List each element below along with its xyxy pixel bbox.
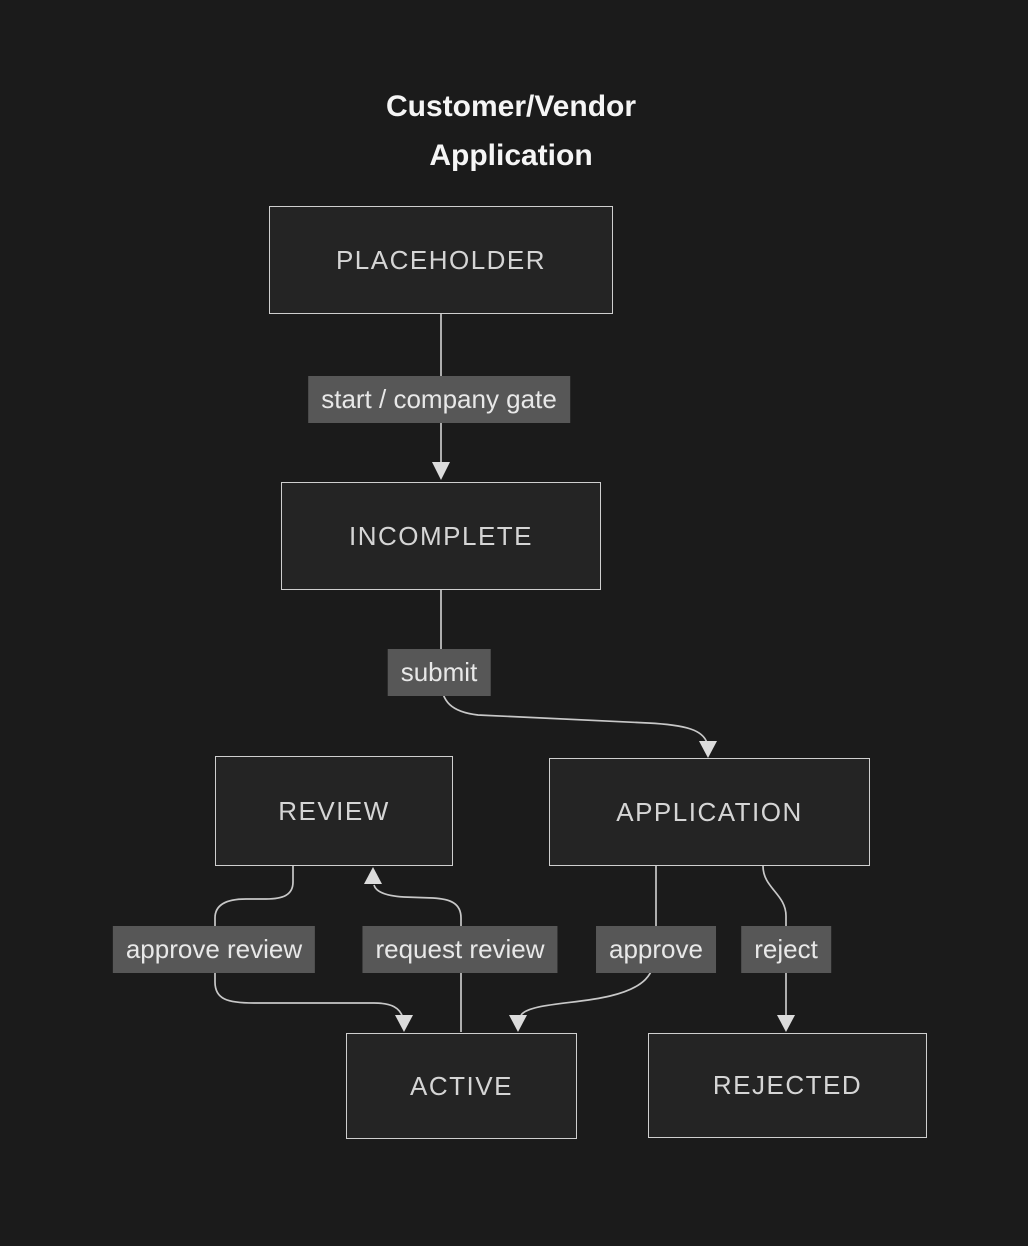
diagram-title-line1: Customer/Vendor: [385, 90, 637, 123]
arrowhead-down-icon: [699, 741, 717, 758]
state-active[interactable]: ACTIVE: [346, 1033, 577, 1139]
diagram-title: Customer/Vendor Application: [386, 82, 636, 180]
state-rejected[interactable]: REJECTED: [648, 1033, 927, 1138]
state-review[interactable]: REVIEW: [215, 756, 453, 866]
diagram-title-line2: Application: [429, 139, 593, 172]
state-placeholder[interactable]: PLACEHOLDER: [269, 206, 613, 314]
arrowhead-down-icon: [395, 1015, 413, 1032]
state-review-label: REVIEW: [278, 795, 390, 826]
edge-label-start-company-gate: start / company gate: [308, 376, 570, 423]
arrowhead-up-icon: [364, 867, 382, 884]
state-application[interactable]: APPLICATION: [549, 758, 870, 866]
state-active-label: ACTIVE: [410, 1070, 513, 1101]
edge-label-reject: reject: [741, 926, 831, 973]
edge-label-approve: approve: [596, 926, 716, 973]
edge-label-approve-review: approve review: [112, 926, 316, 973]
state-incomplete-label: INCOMPLETE: [348, 520, 534, 551]
state-incomplete[interactable]: INCOMPLETE: [281, 482, 601, 590]
arrowhead-down-icon: [777, 1015, 795, 1032]
arrowhead-down-icon: [432, 462, 450, 480]
edge-label-request-review: request review: [362, 926, 558, 973]
edge-label-submit: submit: [387, 649, 491, 696]
state-placeholder-label: PLACEHOLDER: [335, 244, 547, 275]
arrowhead-down-icon: [509, 1015, 527, 1032]
state-application-label: APPLICATION: [616, 796, 803, 827]
state-rejected-label: REJECTED: [712, 1070, 863, 1100]
